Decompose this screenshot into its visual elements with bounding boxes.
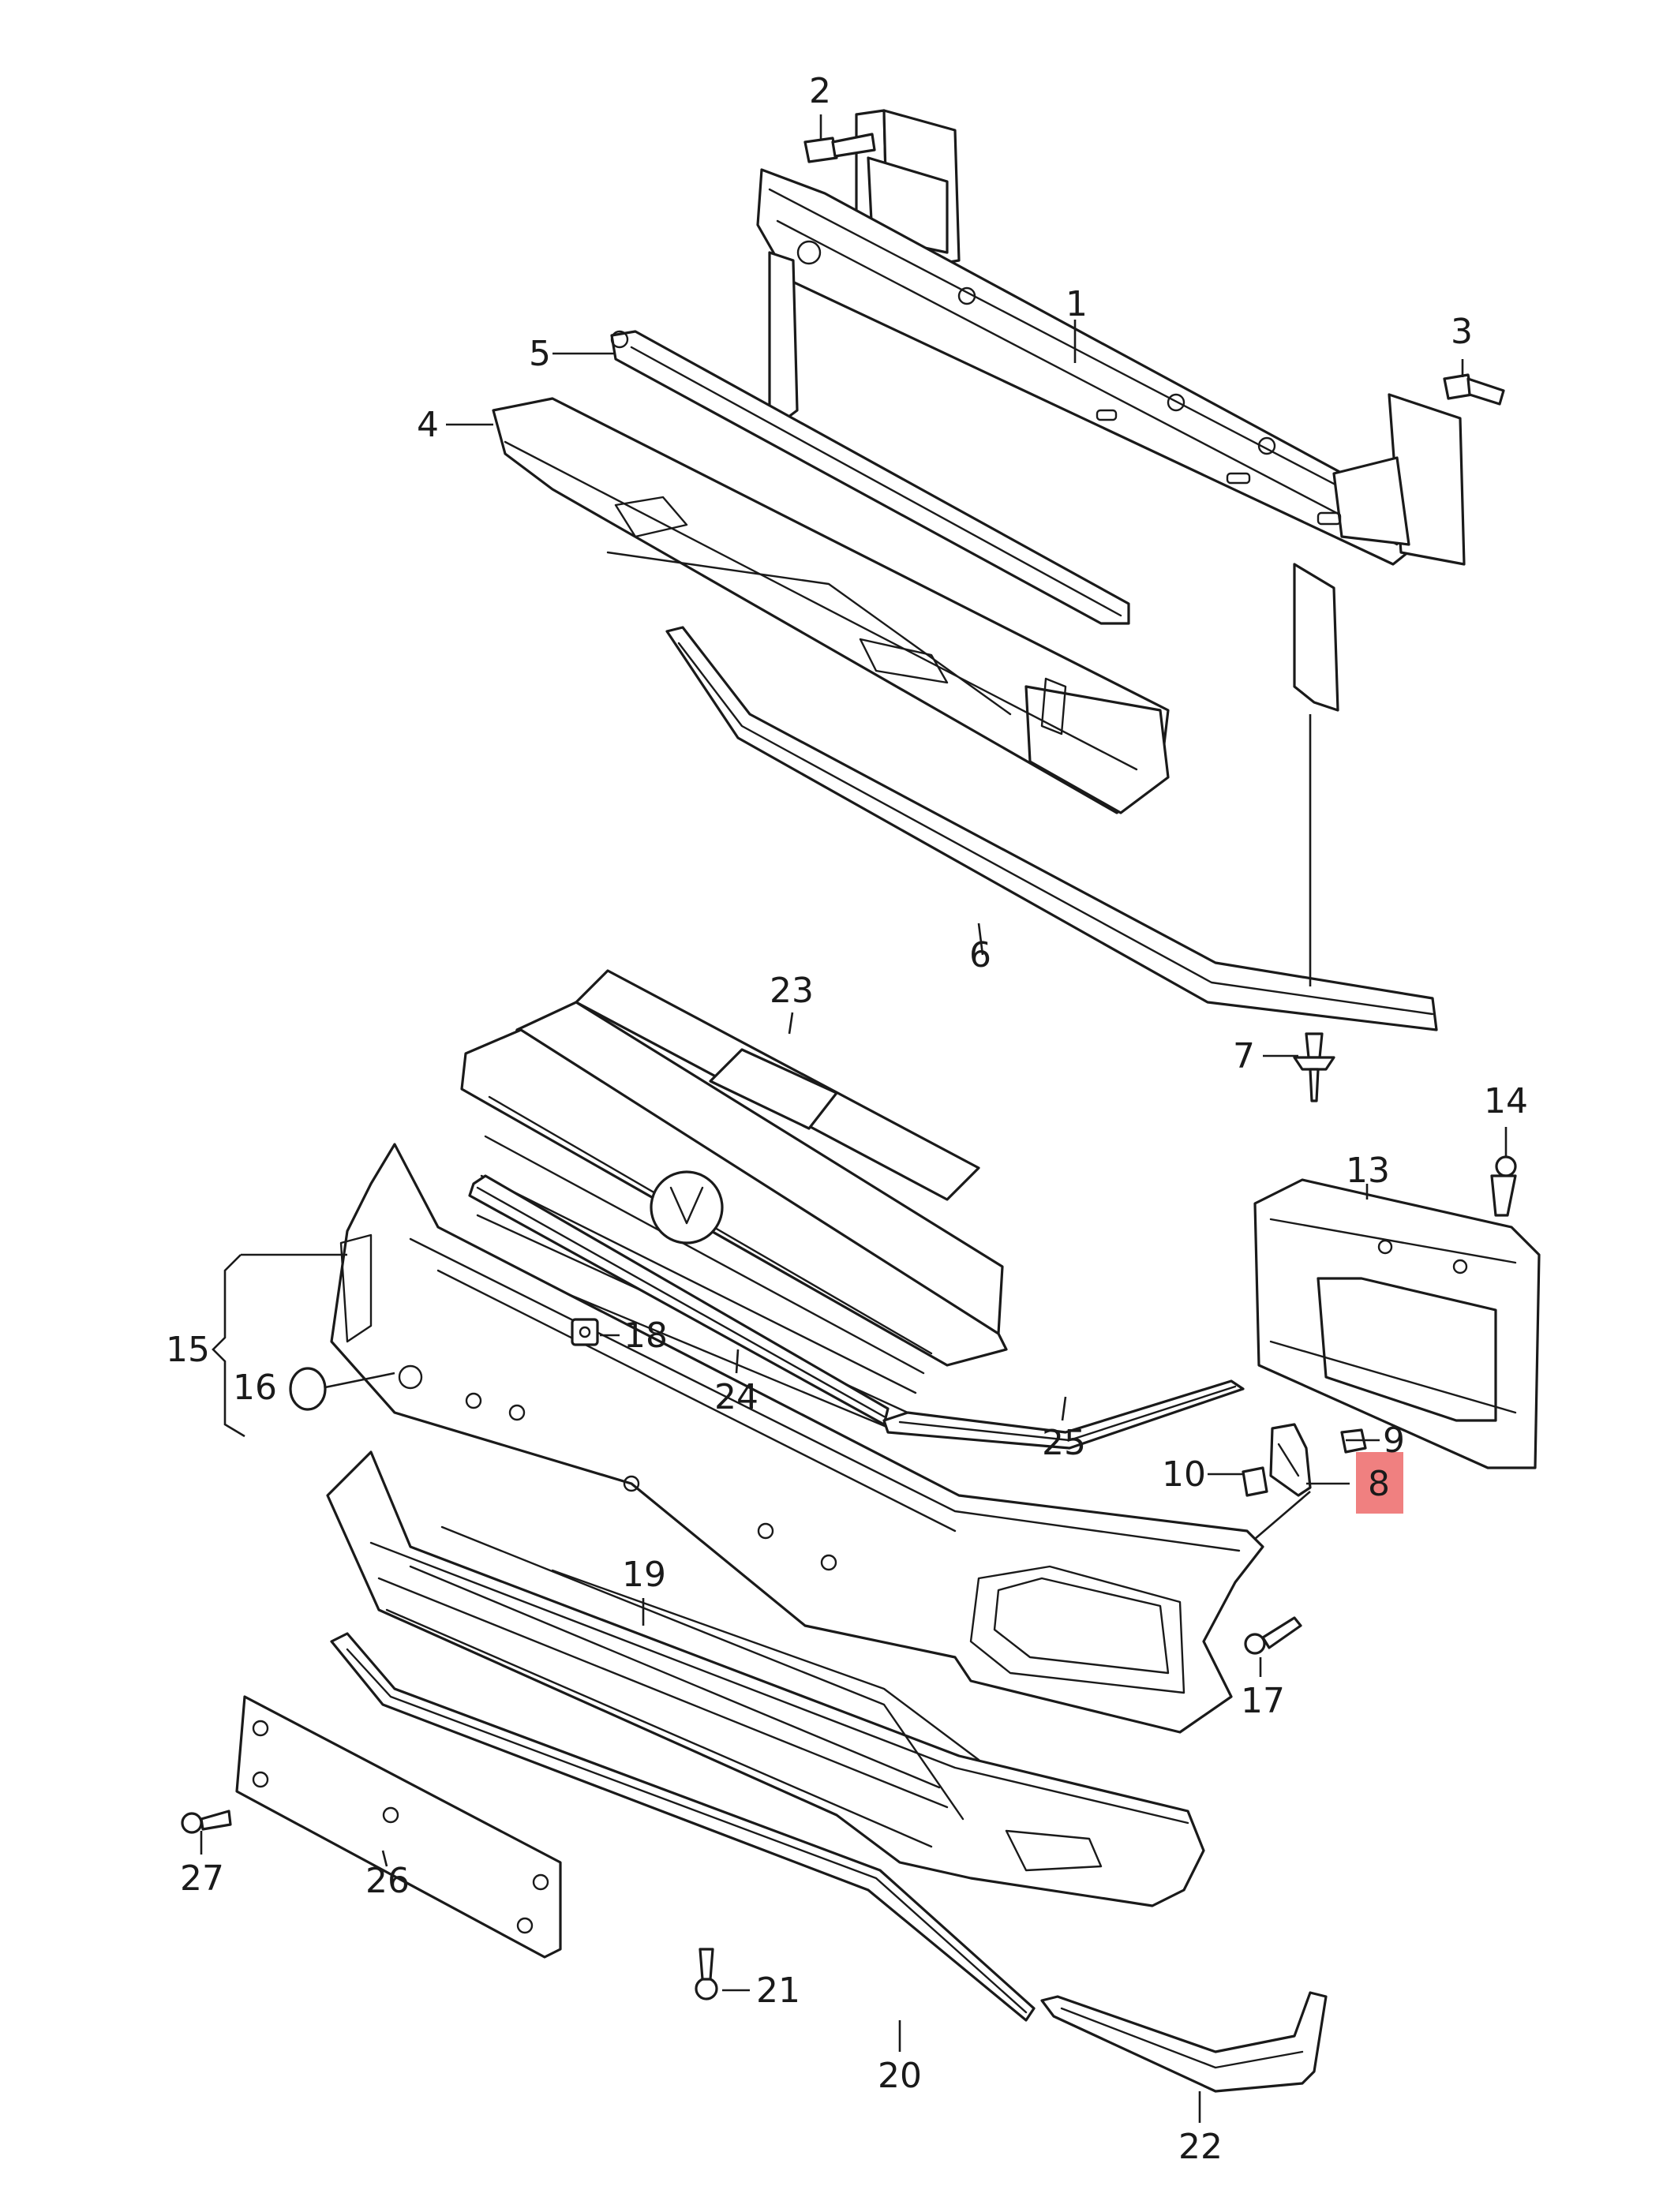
callout-9: 9	[1383, 1420, 1405, 1461]
callout-5: 5	[529, 334, 551, 374]
part-5-guide-bracket	[610, 330, 1130, 625]
part-26-license-plate-holder	[235, 1695, 562, 1959]
callout-19: 19	[622, 1555, 666, 1595]
part-25-trim-strip	[882, 1379, 1245, 1450]
callout-15: 15	[166, 1330, 210, 1370]
callout-17: 17	[1241, 1681, 1285, 1721]
callout-2: 2	[809, 71, 831, 111]
part-22-trim-panel	[1040, 1991, 1328, 2093]
part-19-lower-grille	[326, 1450, 1205, 1907]
part-17-screw	[1244, 1616, 1302, 1655]
part-6-strip	[665, 626, 1438, 1031]
callout-21: 21	[756, 1971, 800, 2011]
callout-14: 14	[1484, 1081, 1528, 1121]
part-3-bolt	[1443, 373, 1505, 406]
part-16-cap	[289, 1367, 327, 1411]
part-27-screw	[181, 1810, 232, 1834]
callout-1: 1	[1066, 284, 1088, 324]
callout-8: 8	[1368, 1464, 1390, 1504]
leader-lines	[200, 114, 1508, 2123]
callout-27: 27	[180, 1858, 224, 1899]
part-2-bolt	[803, 133, 876, 163]
callout-4: 4	[417, 405, 439, 445]
callout-8-highlight	[1356, 1452, 1403, 1514]
callout-3: 3	[1451, 312, 1473, 352]
part-10-nut	[1242, 1466, 1268, 1497]
part-8-bracket	[1269, 1423, 1312, 1497]
callout-18: 18	[624, 1316, 668, 1356]
callout-13: 13	[1346, 1151, 1390, 1191]
callout-labels: 1 2 3 4 5 6 7 8 9 10 13 14 15 16 17 18 1…	[166, 71, 1528, 2167]
part-14-screw	[1490, 1155, 1517, 1217]
part-18-clip	[571, 1318, 599, 1346]
part-1-bumper-beam	[756, 109, 1466, 712]
callout-23: 23	[770, 971, 814, 1011]
part-13-fog-light-bracket	[1253, 1178, 1541, 1469]
callout-26: 26	[365, 1861, 410, 1901]
part-7-rivet	[1293, 1032, 1335, 1102]
callout-10: 10	[1162, 1454, 1206, 1495]
callout-7: 7	[1233, 1036, 1255, 1076]
callout-25: 25	[1042, 1423, 1086, 1463]
part-21-screw	[695, 1948, 718, 2001]
callout-22: 22	[1178, 2127, 1223, 2167]
part-24-trim-strip	[468, 1174, 890, 1426]
callout-20: 20	[878, 2056, 922, 2096]
callout-6: 6	[969, 935, 991, 975]
part-4-energy-absorber	[492, 397, 1170, 814]
callout-16: 16	[233, 1368, 277, 1408]
part-20-lower-strip	[330, 1632, 1036, 2022]
callout-24: 24	[714, 1377, 758, 1417]
part-23-radiator-grille	[460, 969, 1008, 1434]
